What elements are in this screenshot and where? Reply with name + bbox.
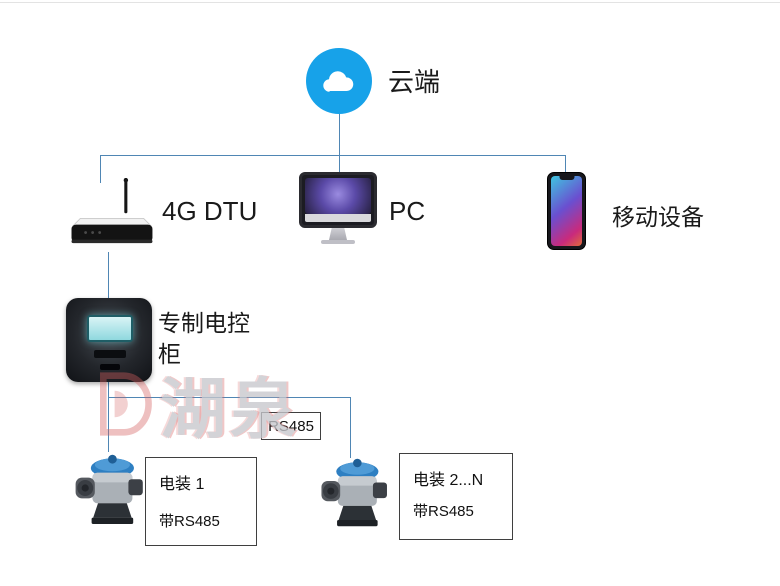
actuator-1-title: 电装 1 [159, 476, 205, 493]
connector-branch-to-actuator2 [350, 397, 351, 458]
cloud-label: 云端 [388, 67, 441, 97]
connector-cloud-to-bus [339, 113, 340, 155]
pc-icon [299, 172, 377, 248]
connector-horizontal-bus [100, 155, 566, 156]
smartphone-notch [559, 176, 574, 180]
connector-rs485-branch [108, 397, 351, 398]
rs485-bus-box: RS485 [261, 412, 321, 440]
actuator-1-box: 电装 1 带RS485 [145, 457, 257, 546]
smartphone-icon [547, 172, 586, 250]
actuator-2-icon [318, 456, 392, 534]
actuator-2-subtitle: 带RS485 [413, 503, 474, 520]
cloud-icon [306, 48, 372, 114]
cabinet-slot [100, 364, 120, 370]
pc-stand [329, 228, 347, 240]
actuator-1-subtitle: 带RS485 [159, 513, 220, 530]
cabinet-screen [87, 315, 133, 342]
dtu-label: 4G DTU [162, 196, 258, 226]
connector-bus-to-mobile [565, 155, 566, 173]
pc-chin [305, 214, 371, 222]
actuator-1-icon [74, 450, 146, 534]
cabinet-panel [94, 350, 126, 358]
connector-bus-to-pc [339, 155, 340, 173]
connector-dtu-to-cabinet [108, 252, 109, 300]
top-border-line [0, 2, 780, 3]
router-4g-dtu-icon [68, 178, 156, 252]
pc-base [321, 240, 355, 244]
actuator-2-title: 电装 2...N [413, 472, 484, 489]
connector-bus-to-dtu [100, 155, 101, 183]
pc-screen [299, 172, 377, 228]
cabinet-label: 专制电控柜 [158, 310, 250, 368]
control-cabinet-icon [66, 298, 152, 382]
pc-display [305, 178, 371, 214]
pc-label: PC [389, 196, 426, 226]
connector-cabinet-to-actuator1 [108, 382, 109, 452]
rs485-bus-label: RS485 [268, 417, 314, 435]
mobile-label: 移动设备 [612, 204, 704, 230]
actuator-2-box: 电装 2...N 带RS485 [399, 453, 513, 540]
smartphone-screen [551, 176, 582, 246]
